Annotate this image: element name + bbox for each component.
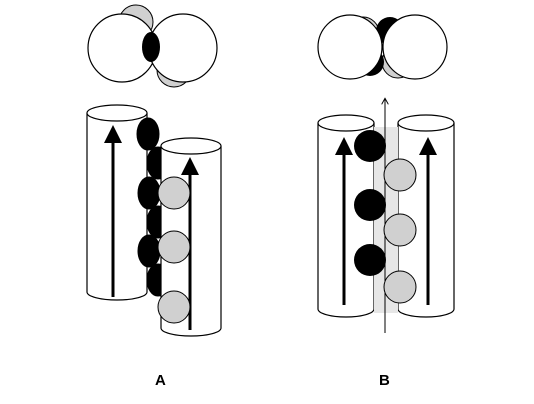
dark-residue	[142, 32, 160, 62]
panel-a-top-view	[87, 4, 218, 88]
panel-b	[317, 14, 455, 333]
panel-label-a: A	[155, 372, 166, 389]
panel-a-light-residues	[157, 176, 191, 324]
panel-a	[86, 4, 222, 337]
panel-b-light-residues	[383, 158, 417, 304]
panel-b-dark-residues	[354, 130, 386, 276]
panel-b-top-view	[317, 14, 448, 80]
panel-a-cylinder-left	[86, 104, 148, 301]
helix-cross-section-right	[382, 14, 448, 80]
panel-label-b: B	[379, 372, 390, 389]
helix-cross-section-left	[317, 14, 383, 80]
